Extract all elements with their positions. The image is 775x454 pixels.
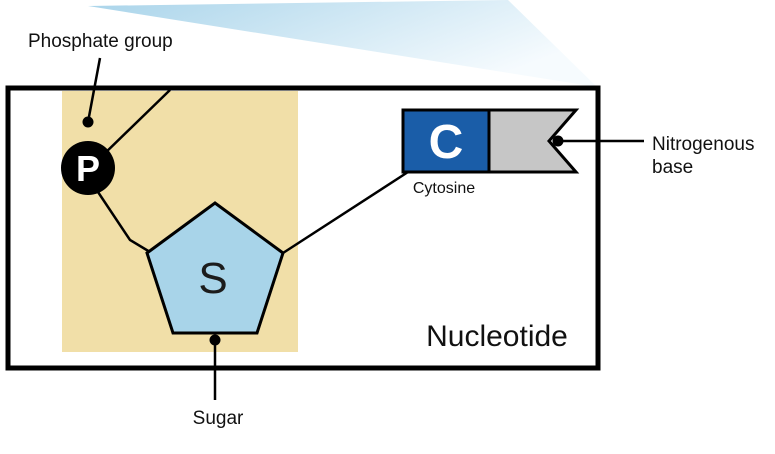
nucleotide-title: Nucleotide (426, 320, 568, 353)
phosphate-symbol: P (76, 148, 100, 189)
nitrogenous-label-line2: base (652, 157, 693, 178)
cytosine-label: Cytosine (413, 180, 475, 197)
phosphate-pointer-dot (82, 116, 94, 128)
zoom-callout-wedge (88, 0, 597, 87)
sugar-pentagon (145, 201, 285, 335)
sugar-symbol: S (198, 254, 227, 303)
phosphate-pointer-line (86, 57, 102, 123)
nitrogenous-label-line1: Nitrogenous (652, 134, 754, 155)
sugar-label: Sugar (193, 408, 244, 429)
sugar-pointer-dot (209, 334, 221, 346)
base-square (401, 108, 491, 174)
base-symbol: C (429, 116, 464, 169)
backbone-line-sugar-base (282, 170, 409, 255)
backbone-line-top (99, 89, 171, 159)
backbone-line-phosphate-sugar (88, 179, 151, 254)
nitrogenous-pointer-dot (552, 135, 564, 147)
phosphate-label: Phosphate group (28, 31, 173, 52)
phosphate-circle (61, 141, 115, 195)
